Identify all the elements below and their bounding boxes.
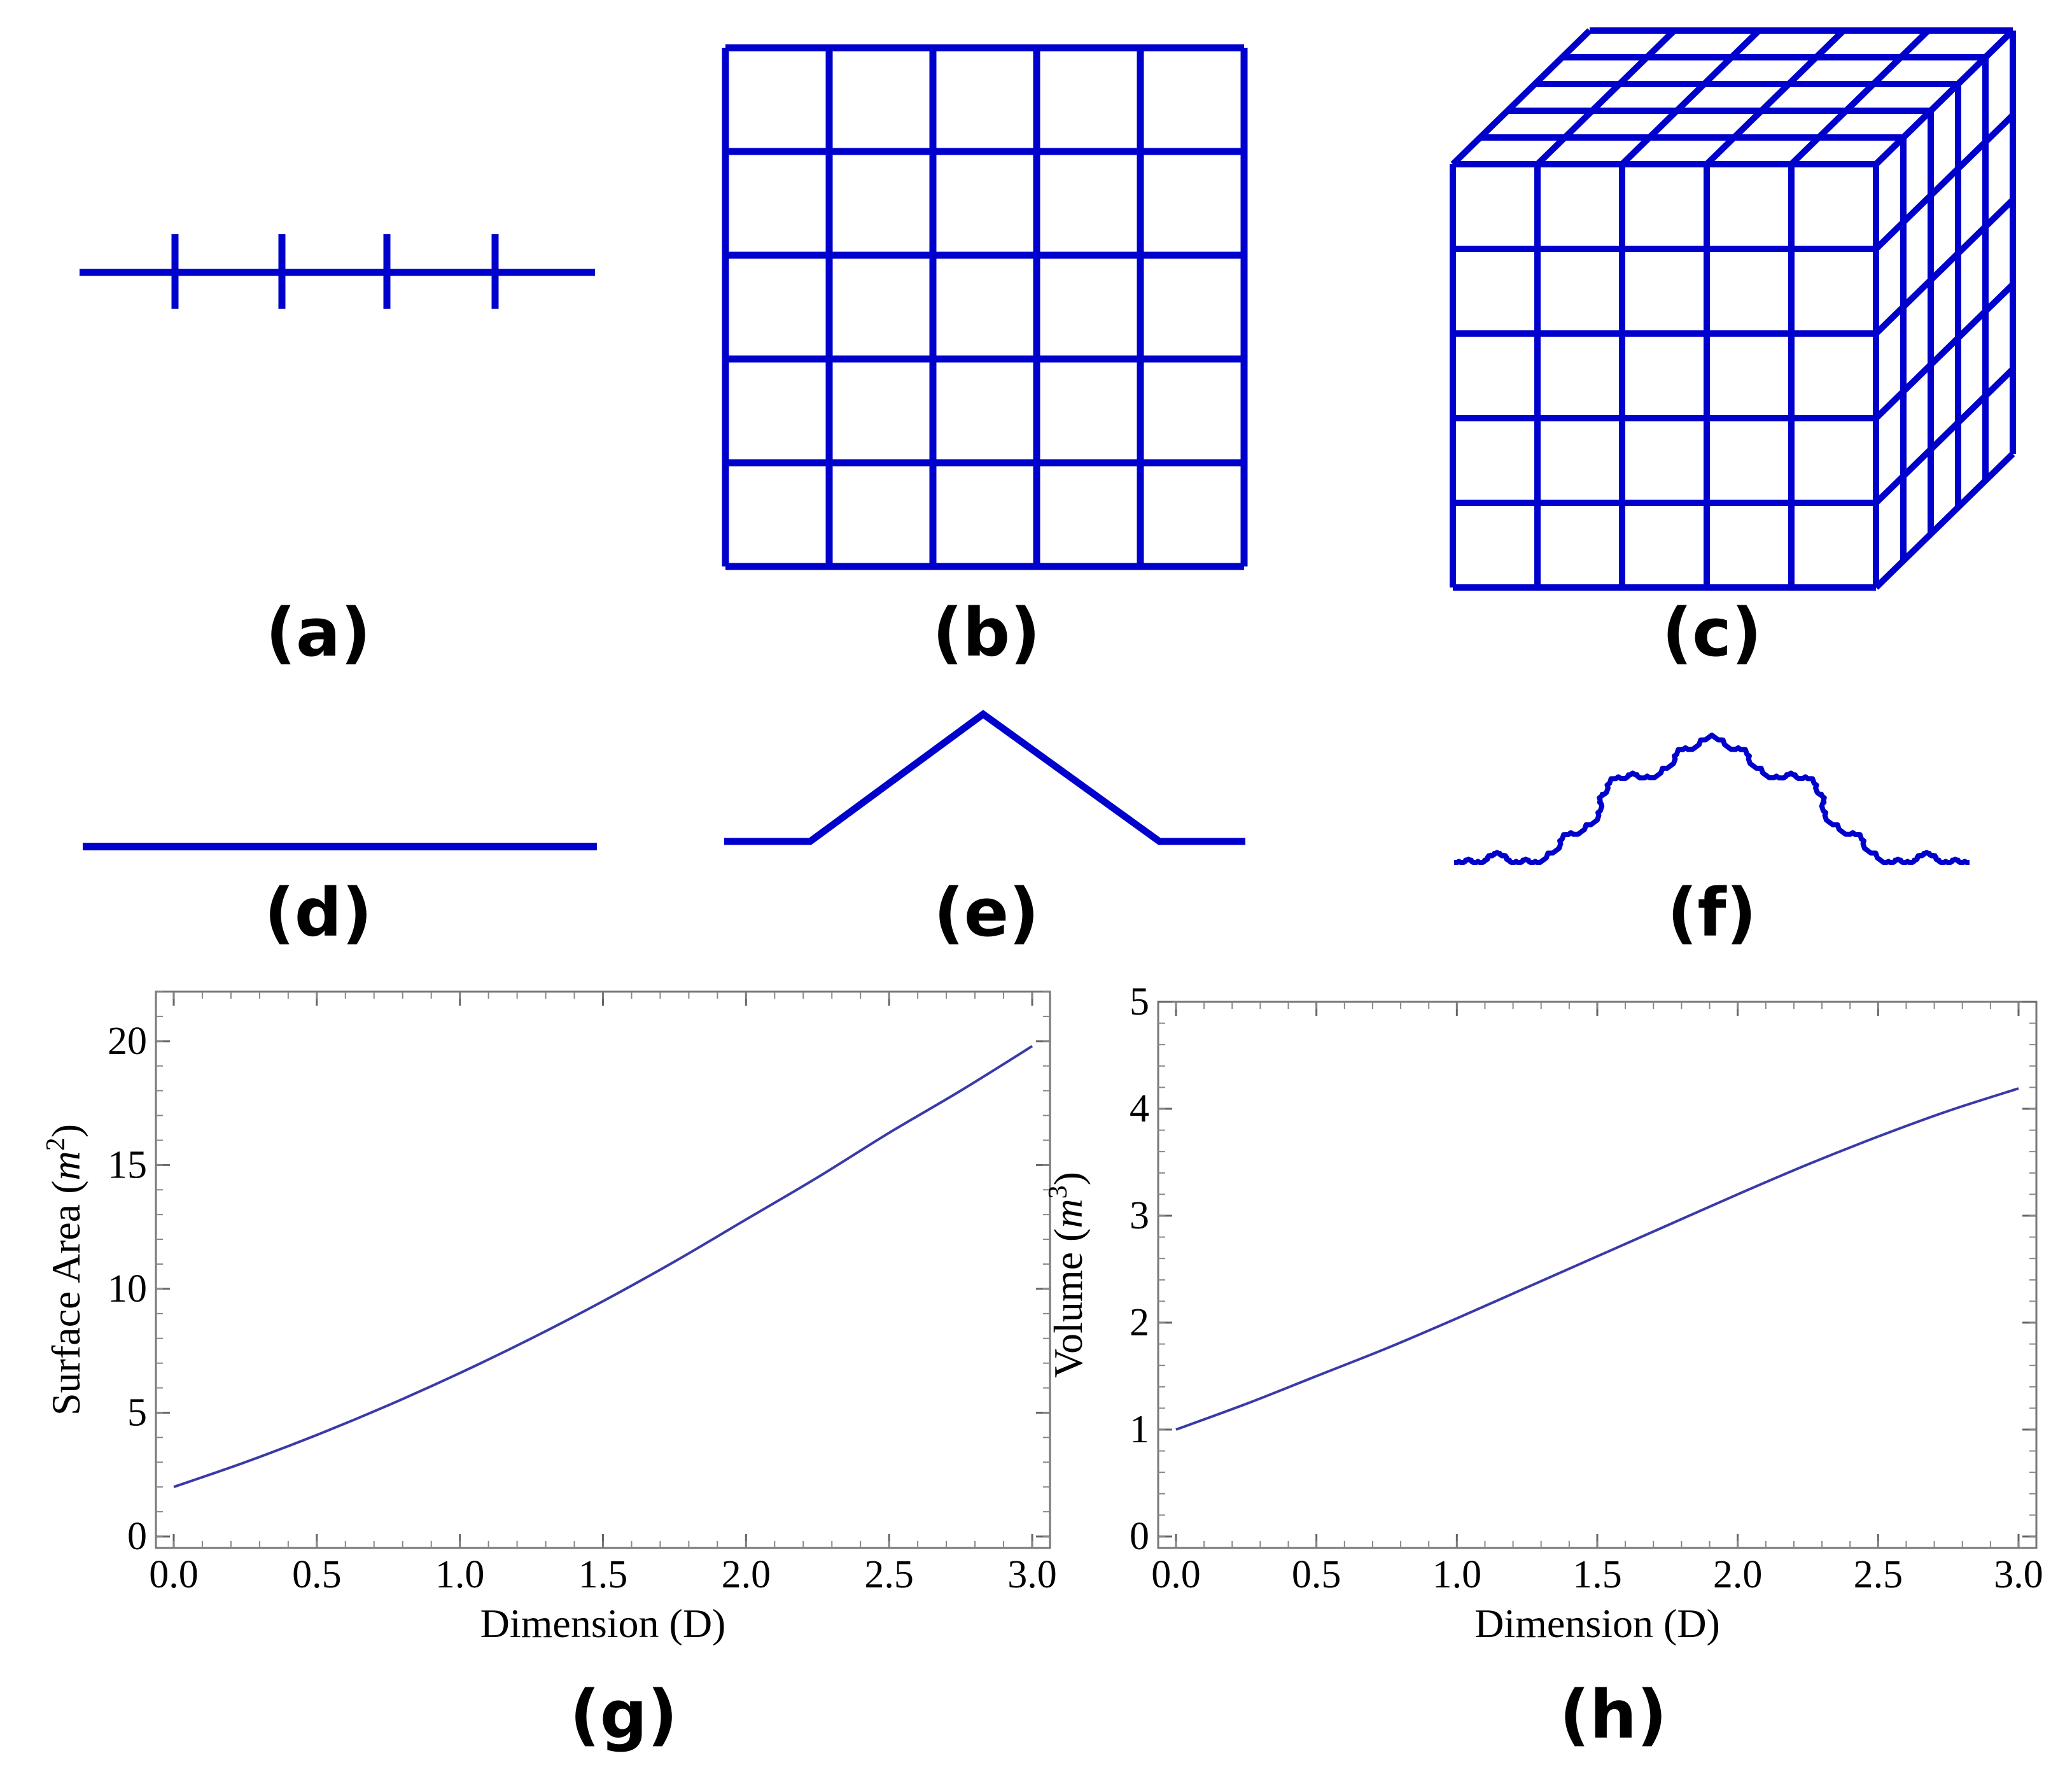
y-tick-label: 5	[127, 1391, 147, 1434]
y-tick-label: 10	[108, 1267, 147, 1311]
y-tick-label: 20	[108, 1020, 147, 1063]
panel-label-a: (a)	[265, 594, 370, 672]
y-axis-title-var: m	[1046, 1199, 1091, 1228]
x-tick-label: 2.5	[1854, 1553, 1903, 1596]
panel-label-h: (h)	[1559, 1676, 1667, 1754]
cube-top-line	[1789, 28, 1931, 167]
x-axis-title: Dimension (D)	[480, 1601, 726, 1646]
cube-side-line	[1873, 28, 2015, 167]
bump-polyline	[724, 710, 1245, 845]
cube-top-line	[1535, 28, 1677, 167]
panel-label-e: (e)	[934, 874, 1039, 952]
surface-area-chart: 0.0 0.5 1.0 1.5 2.0 2.5 3.0 0 5 10 15 20 Dimension …	[41, 990, 1057, 1646]
x-tick-label: 1.0	[1432, 1553, 1482, 1596]
x-axis-title: Dimension (D)	[1474, 1601, 1720, 1646]
x-tick-label: 2.0	[722, 1553, 771, 1596]
x-tick-label: 0.0	[1151, 1553, 1201, 1596]
cube-grid-shape	[1450, 27, 2016, 591]
cube-side-line	[1873, 113, 2015, 251]
y-axis-title-sup: 3	[1044, 1185, 1073, 1199]
cube-side-line	[1873, 367, 2015, 505]
panel-label-c: (c)	[1662, 594, 1762, 672]
x-tick-label: 0.5	[1292, 1553, 1341, 1596]
axis-ticks: 0.0 0.5 1.0 1.5 2.0 2.5 3.0 0 5 10 15 20	[108, 991, 1057, 1596]
x-tick-label: 2.0	[1713, 1553, 1763, 1596]
cube-top-line	[1450, 28, 1592, 167]
x-tick-label: 2.5	[864, 1553, 914, 1596]
x-tick-label: 1.0	[435, 1553, 485, 1596]
y-axis-title-suffix: )	[43, 1124, 88, 1137]
y-axis-title-sup: 2	[41, 1137, 71, 1151]
fractal-curve-shape	[1454, 733, 1970, 865]
cube-top-line	[1704, 28, 1846, 167]
triangle-bump-shape	[724, 710, 1245, 845]
y-tick-label: 0	[127, 1515, 147, 1558]
x-tick-label: 1.5	[1572, 1553, 1622, 1596]
x-tick-label: 1.5	[578, 1553, 628, 1596]
segmented-line-shape	[80, 234, 595, 309]
y-axis-title: Volume (m3)	[1044, 1172, 1091, 1378]
volume-chart: 0.0 0.5 1.0 1.5 2.0 2.5 3.0 0 1 2 3 4 5 Dimension (D…	[1044, 980, 2043, 1646]
y-tick-label: 5	[1130, 980, 1149, 1023]
cube-top-line	[1620, 28, 1761, 167]
x-tick-label: 0.5	[292, 1553, 342, 1596]
panel-label-b: (b)	[932, 594, 1040, 672]
y-axis-title: Surface Area (m2)	[41, 1124, 88, 1416]
y-axis-title-var: m	[43, 1151, 88, 1180]
panel-label-g: (g)	[570, 1676, 678, 1754]
axis-ticks: 0.0 0.5 1.0 1.5 2.0 2.5 3.0 0 1 2 3 4 5	[1130, 980, 2043, 1596]
cube-side-line	[1873, 282, 2015, 421]
cube-side-line	[1873, 197, 2015, 336]
fractal-polyline	[1454, 733, 1970, 865]
y-axis-title-prefix: Surface Area (	[43, 1180, 88, 1416]
y-tick-label: 0	[1130, 1515, 1149, 1558]
plot-frame	[155, 990, 1051, 1549]
series-line	[1175, 1087, 2019, 1431]
square-grid-shape	[722, 44, 1248, 570]
y-tick-label: 1	[1130, 1408, 1149, 1451]
y-tick-label: 15	[108, 1143, 147, 1186]
x-tick-label: 3.0	[1994, 1553, 2043, 1596]
cube-side-line	[1873, 451, 2015, 590]
x-tick-label: 3.0	[1007, 1553, 1057, 1596]
y-tick-label: 2	[1130, 1301, 1149, 1344]
y-tick-label: 4	[1130, 1087, 1149, 1130]
x-tick-label: 0.0	[149, 1553, 199, 1596]
panel-label-f: (f)	[1667, 874, 1756, 952]
plot-frame	[1157, 1001, 2038, 1549]
series-line	[173, 1044, 1033, 1489]
y-tick-label: 3	[1130, 1194, 1149, 1237]
panel-label-d: (d)	[264, 874, 372, 952]
y-axis-title-prefix: Volume (	[1046, 1228, 1091, 1378]
y-axis-title-suffix: )	[1046, 1172, 1091, 1185]
